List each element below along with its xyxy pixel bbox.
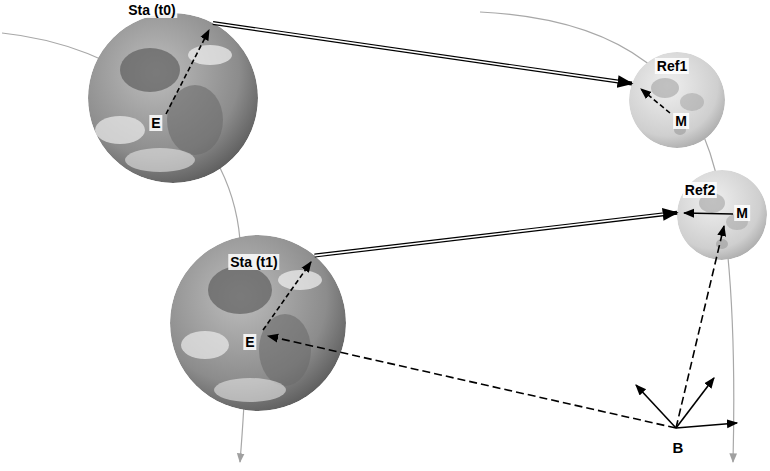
point-label: Sta (t0): [126, 2, 177, 18]
moon-circle: Ref2M: [677, 170, 767, 260]
earth-circle: Sta (t1) E: [170, 235, 346, 411]
barycentre-vector: [676, 226, 724, 428]
laser-beam: [213, 23, 632, 84]
laser-beam-inner: [315, 214, 664, 255]
centre-label: M: [673, 113, 689, 129]
centre-label: M: [734, 205, 750, 221]
moon-picture: [629, 52, 725, 148]
reflector-vector: [684, 213, 733, 214]
point-label: Ref1: [655, 58, 689, 74]
earth-picture: [170, 235, 346, 411]
point-label: Ref2: [683, 182, 717, 198]
axis-arrow: [636, 385, 676, 428]
earth-picture: [88, 13, 258, 183]
station-vector: [166, 30, 209, 114]
barycentre-label: B: [671, 439, 686, 456]
point-label: Sta (t1): [228, 254, 279, 270]
station-vector: [263, 262, 311, 330]
moon-picture: [677, 170, 767, 260]
axis-arrow: [676, 423, 737, 428]
centre-label: E: [243, 334, 256, 350]
barycentre-vector: [268, 336, 676, 428]
laser-beam-inner: [213, 23, 618, 82]
axis-arrow: [676, 378, 714, 428]
laser-beam: [315, 213, 677, 256]
centre-label: E: [149, 115, 162, 131]
reflector-vector: [641, 89, 670, 113]
earth-circle: Sta (t0)E: [88, 13, 258, 183]
moon-circle: Ref1M: [629, 52, 725, 148]
